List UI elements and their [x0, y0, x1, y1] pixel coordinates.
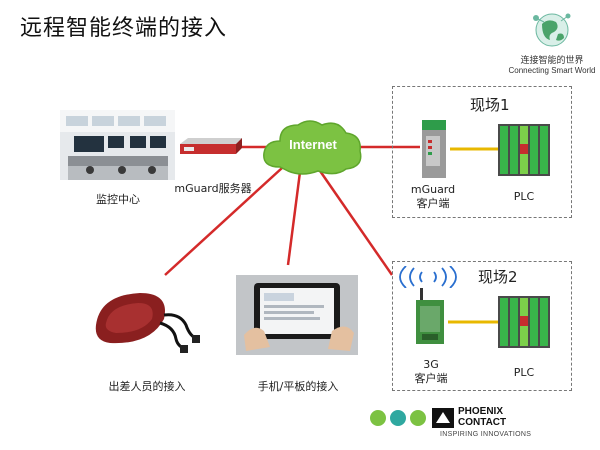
mobile-staff-label: 出差人员的接入 [108, 380, 186, 393]
tablet-photo [236, 275, 358, 355]
logo-tagline-en: Connecting Smart World [508, 66, 596, 75]
brand-line1: PHOENIX [458, 406, 504, 417]
footer-dot-green-1 [370, 410, 386, 426]
site1-plc-label: PLC [513, 190, 535, 203]
footer-dot-green-2 [410, 410, 426, 426]
mobile-vpn-dongle [95, 293, 200, 353]
mguard-client-device [422, 120, 446, 178]
footer-dot-teal [390, 410, 406, 426]
link-cloud-tablet [286, 171, 302, 266]
mguard-server-device [180, 138, 242, 154]
link-cloud-mobile [164, 167, 283, 276]
monitoring-center-photo [60, 110, 175, 180]
site1-client-line1: mGuard [410, 183, 456, 196]
internet-label: Internet [289, 137, 337, 152]
monitor-center-label: 监控中心 [96, 193, 140, 206]
phone-tablet-label: 手机/平板的接入 [257, 380, 339, 393]
site2-box [392, 261, 572, 391]
internet-cloud-icon [263, 120, 362, 175]
brand-tagline: INSPIRING INNOVATIONS [440, 431, 532, 438]
globe-logo-icon [533, 13, 571, 47]
logo-tagline-cn: 连接智能的世界 [520, 56, 584, 66]
page-title: 远程智能终端的接入 [20, 16, 228, 41]
3g-client-device [416, 288, 444, 344]
phoenix-contact-logo-icon [432, 408, 454, 428]
site2-plc-label: PLC [513, 366, 535, 379]
site2-client-line1: 3G [423, 358, 439, 371]
link-cloud-site2 [316, 167, 394, 276]
site1-client-line2: 客户端 [416, 197, 450, 210]
site1-title: 现场1 [470, 96, 510, 114]
site2-title: 现场2 [478, 268, 518, 286]
brand-line2: CONTACT [458, 417, 507, 428]
site2-client-line2: 客户端 [414, 372, 448, 385]
mguard-server-label: mGuard服务器 [174, 182, 252, 195]
wireless-signal-icon [399, 266, 457, 288]
site1-box [392, 86, 572, 218]
plc-device-1 [498, 124, 550, 176]
plc-device-2 [498, 296, 550, 348]
